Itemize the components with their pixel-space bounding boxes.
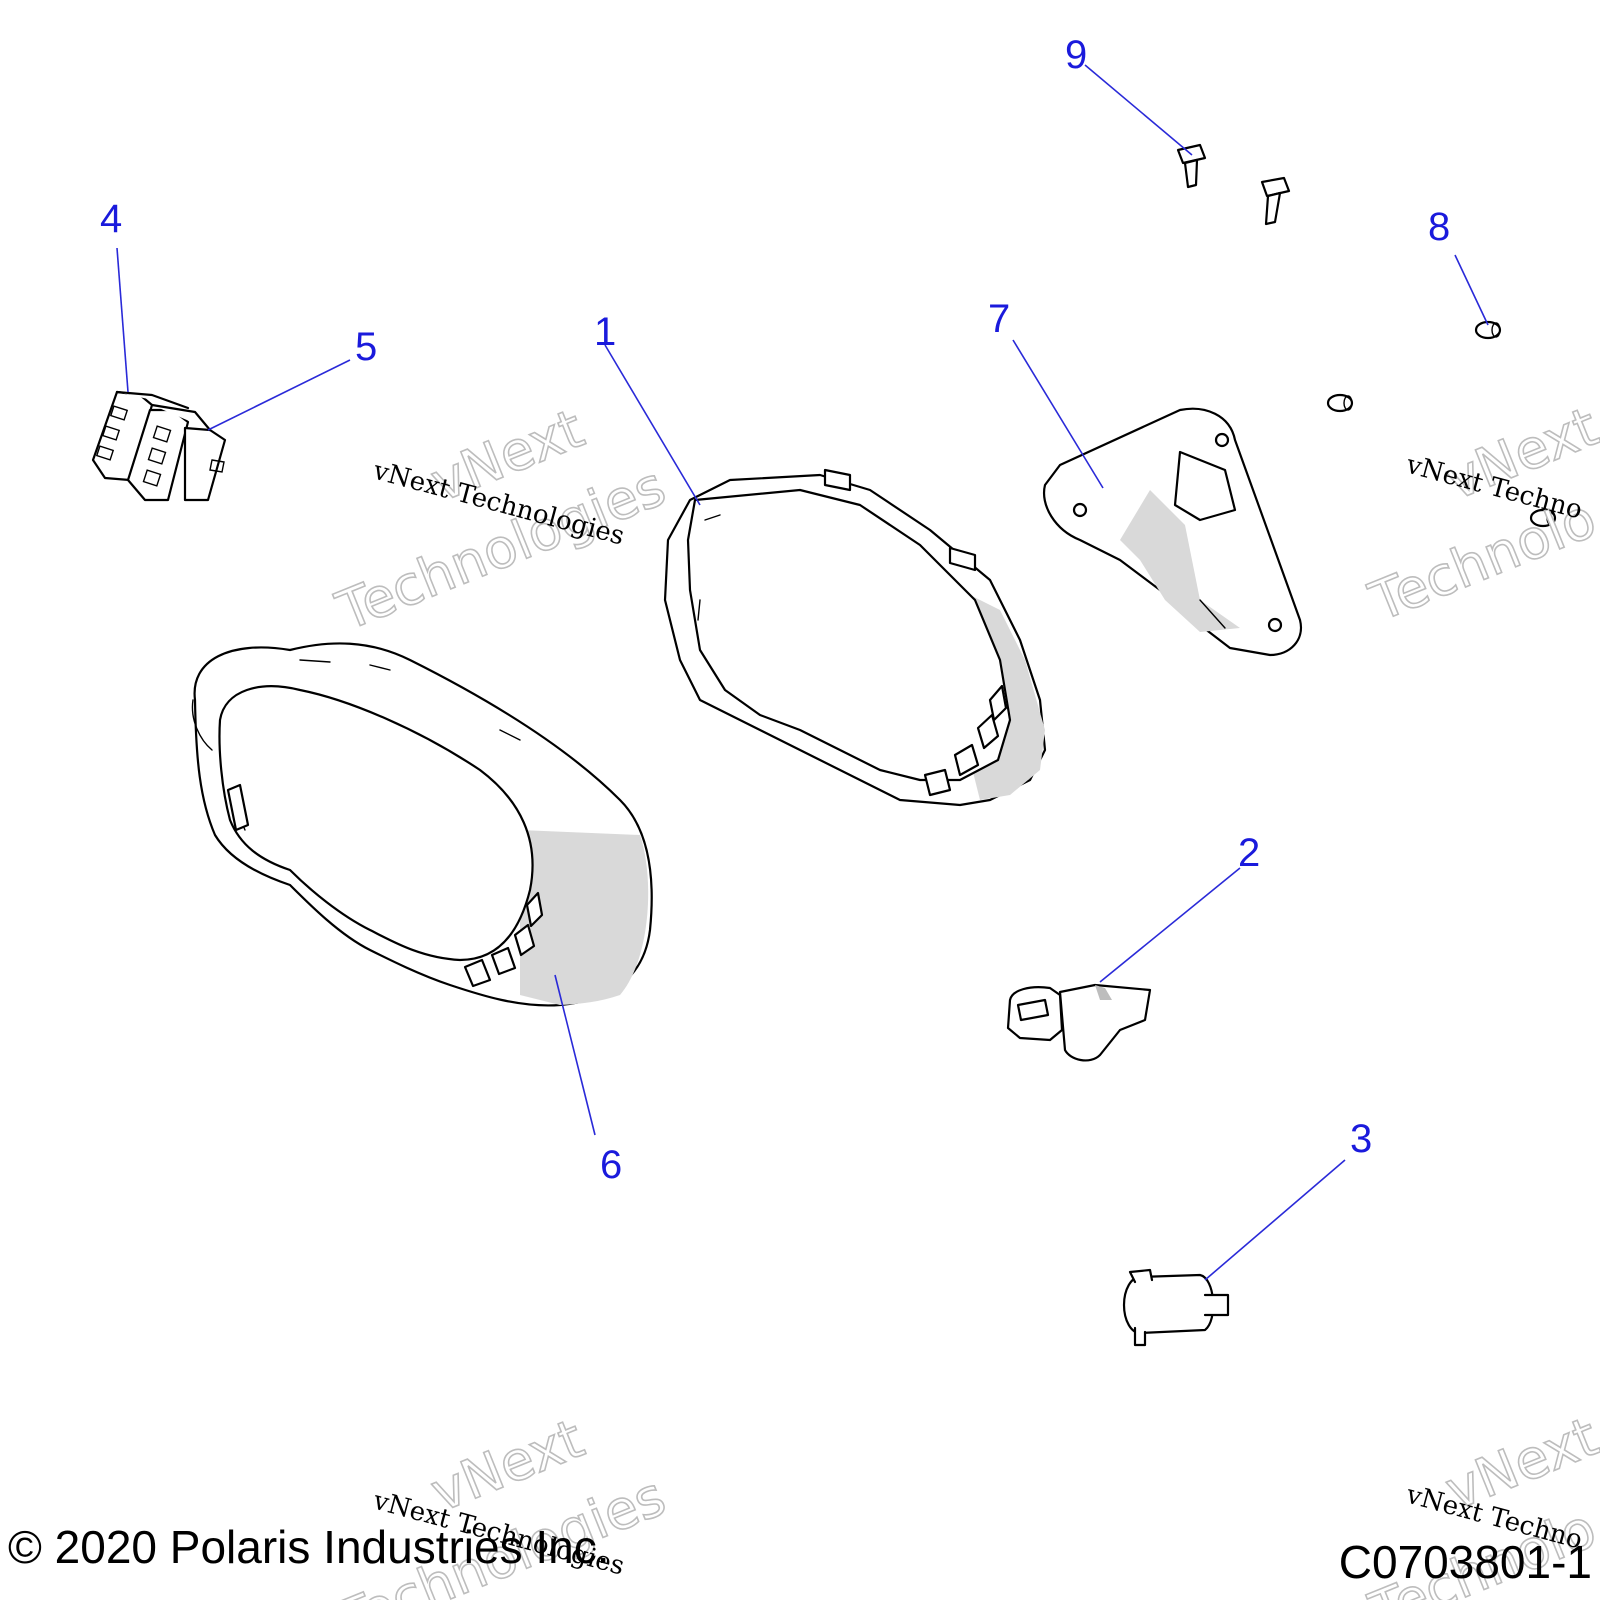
callout-numbers: 1 2 3 4 5 6 7 8 9 (100, 33, 1450, 1187)
callout-3: 3 (1350, 1117, 1372, 1161)
part-8-rivets (1326, 320, 1557, 528)
part-2-key-switch (1006, 983, 1152, 1062)
part-9-bolts (1176, 143, 1291, 226)
part-4-5-rocker-switches (91, 390, 227, 502)
callout-7: 7 (988, 297, 1010, 341)
callout-6: 6 (600, 1143, 622, 1187)
drawing-id: C0703801-1 (1339, 1536, 1592, 1588)
callout-1: 1 (594, 310, 616, 354)
part-6-cluster-housing (191, 642, 653, 1007)
callout-4: 4 (100, 197, 122, 241)
watermark-1: vNext Technologies vNext Technologies (327, 396, 675, 644)
callout-9: 9 (1065, 33, 1087, 77)
callout-8: 8 (1428, 205, 1450, 249)
part-3-power-outlet (1122, 1268, 1230, 1347)
callout-2: 2 (1238, 831, 1260, 875)
part-7-mounting-bracket (1042, 407, 1303, 657)
copyright-text: © 2020 Polaris Industries Inc. (8, 1521, 610, 1573)
part-1-instrument-cluster (663, 468, 1047, 807)
watermark-2: vNext Technolo vNext Techno (1360, 394, 1600, 635)
leader-lines (116, 64, 1489, 1281)
callout-5: 5 (355, 325, 377, 369)
